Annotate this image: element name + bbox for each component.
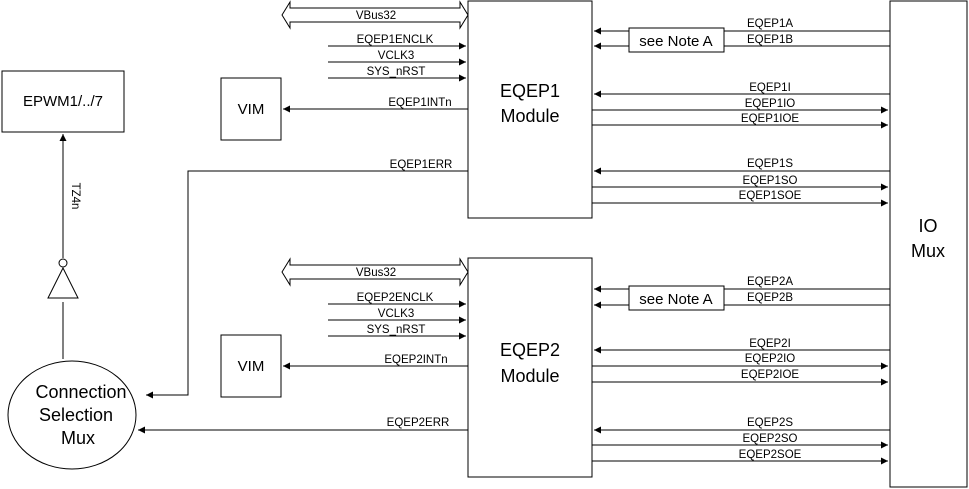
vim-label-1: VIM [238, 101, 265, 118]
eqep2-module: EQEP2 Module [467, 257, 593, 478]
tz4n-label: TZ4n [69, 183, 81, 210]
vbus-label-1: VBus32 [356, 10, 396, 22]
eqep1ioe-label: EQEP1IOE [741, 113, 799, 125]
vim-block-1: VIM [220, 77, 282, 141]
eqep2-int-label: EQEP2INTn [384, 354, 447, 366]
eqep1-module: EQEP1 Module [467, 0, 593, 219]
eqep1a-label: EQEP1A [747, 18, 793, 30]
note-a-label-1: see Note A [639, 33, 712, 50]
vbus-label-2: VBus32 [356, 267, 396, 279]
eqep2soe-label: EQEP2SOE [739, 449, 802, 461]
eqep1-rst-label: SYS_nRST [367, 66, 426, 78]
vim-label-2: VIM [238, 358, 265, 375]
eqep2-enclk-label: EQEP2ENCLK [357, 292, 434, 304]
eqep1io-label: EQEP1IO [745, 98, 796, 110]
eqep2-rst-label: SYS_nRST [367, 324, 426, 336]
csm-line-3: Mux [61, 428, 95, 448]
eqep1-enclk-label: EQEP1ENCLK [357, 34, 434, 46]
eqep2-left-signals: VBus32 EQEP2ENCLK VCLK3 SYS_nRST EQEP2IN… [138, 257, 469, 434]
io-mux-subtitle: Mux [911, 241, 945, 261]
inverter-icon [47, 266, 79, 299]
csm-line-2: Selection [39, 405, 113, 425]
eqep2ioe-label: EQEP2IOE [741, 369, 799, 381]
eqep2-err-label: EQEP2ERR [387, 417, 450, 429]
eqep1-err-label: EQEP1ERR [390, 159, 453, 171]
connection-selection-mux: Connection Selection Mux [7, 360, 137, 470]
eqep1-right-signals: see Note A EQEP1A EQEP1B EQEP1I EQEP1IO … [592, 18, 890, 207]
eqep2a-label: EQEP2A [747, 276, 793, 288]
eqep2b-label: EQEP2B [747, 292, 793, 304]
vbus-arrow-1 [281, 0, 469, 30]
eqep1so-label: EQEP1SO [743, 175, 798, 187]
eqep1s-label: EQEP1S [747, 158, 793, 170]
note-a-box-2 [628, 285, 725, 311]
eqep1i-label: EQEP1I [749, 82, 791, 94]
eqep2-title: EQEP2 [500, 340, 560, 360]
eqep1-title: EQEP1 [500, 81, 560, 101]
io-mux-title: IO [918, 216, 937, 236]
eqep1-vclk-label: VCLK3 [378, 50, 414, 62]
epwm-block: EPWM1/../7 [1, 70, 125, 133]
eqep2-subtitle: Module [500, 366, 559, 386]
eqep2-right-signals: see Note A EQEP2A EQEP2B EQEP2I EQEP2IO … [592, 276, 890, 465]
vim-block-2: VIM [220, 334, 282, 398]
inverter-tz4n: TZ4n [47, 134, 81, 359]
eqep2so-label: EQEP2SO [743, 433, 798, 445]
eqep2i-label: EQEP2I [749, 338, 791, 350]
note-a-label-2: see Note A [639, 291, 712, 308]
eqep1-int-label: EQEP1INTn [388, 97, 451, 109]
eqep2-vclk-label: VCLK3 [378, 308, 414, 320]
io-mux-block: IO Mux [889, 0, 968, 488]
eqep2io-label: EQEP2IO [745, 353, 796, 365]
eqep1b-label: EQEP1B [747, 34, 793, 46]
eqep2s-label: EQEP2S [747, 417, 793, 429]
note-a-box-1 [628, 27, 725, 53]
epwm-label: EPWM1/../7 [23, 93, 103, 110]
csm-line-1: Connection [35, 382, 126, 402]
vbus-arrow-2 [281, 257, 469, 287]
eqep1-left-signals: VBus32 EQEP1ENCLK VCLK3 SYS_nRST EQEP1IN… [146, 0, 469, 399]
eqep1soe-label: EQEP1SOE [739, 190, 802, 202]
eqep1-subtitle: Module [500, 106, 559, 126]
